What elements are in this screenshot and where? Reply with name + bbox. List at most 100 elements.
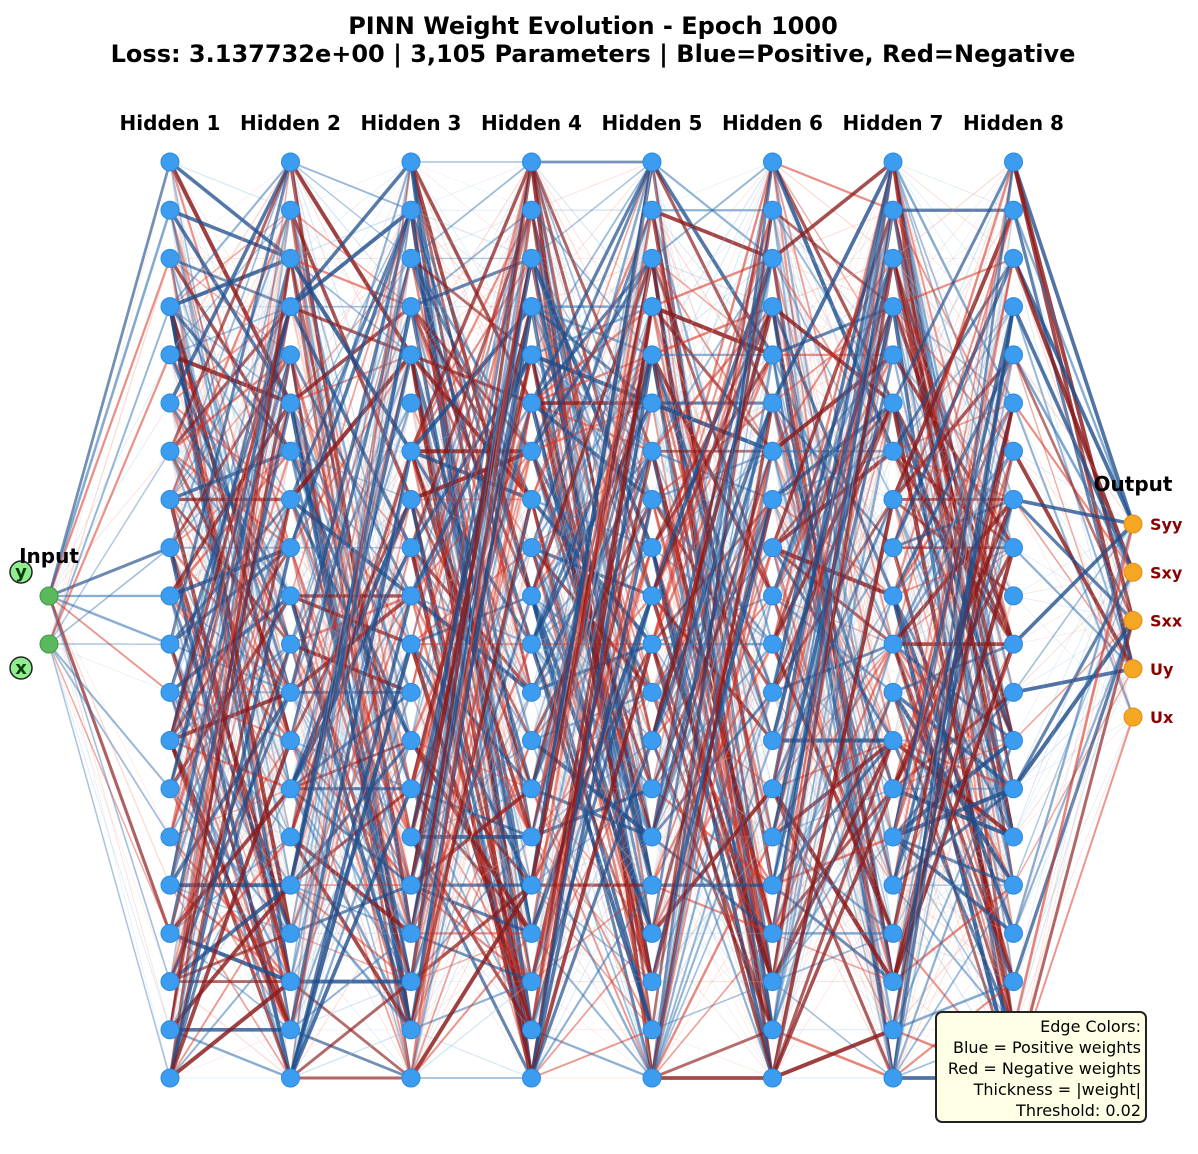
weight-edge xyxy=(651,209,773,452)
hidden-neuron xyxy=(281,586,300,606)
hidden-neuron xyxy=(401,875,421,895)
weight-edge xyxy=(1012,354,1134,718)
weight-edge xyxy=(651,354,773,452)
weight-edge xyxy=(892,161,1014,307)
weight-edge xyxy=(651,209,773,307)
weight-edge xyxy=(1011,257,1135,525)
weight-edge xyxy=(1013,572,1134,838)
weight-edge xyxy=(772,161,894,452)
hidden-neuron xyxy=(642,923,662,943)
weight-edge xyxy=(529,354,654,1079)
weight-edge xyxy=(289,739,413,887)
weight-edge xyxy=(892,884,1015,1031)
weight-edge xyxy=(288,209,413,549)
hidden-neuron xyxy=(401,345,421,365)
weight-edge xyxy=(771,643,894,742)
weight-edge xyxy=(289,160,413,308)
weight-edge xyxy=(48,595,171,1079)
weight-edge xyxy=(771,788,894,983)
weight-edge xyxy=(289,305,412,357)
weight-edge xyxy=(771,692,894,934)
weight-edge xyxy=(651,161,773,452)
hidden-neuron xyxy=(281,923,300,943)
weight-edge xyxy=(892,161,1014,597)
weight-edge xyxy=(410,692,532,1079)
weight-edge xyxy=(410,836,532,1079)
hidden-neuron xyxy=(763,875,782,895)
weight-edge xyxy=(1013,523,1134,982)
weight-edge xyxy=(289,161,412,1030)
weight-edge xyxy=(531,161,653,260)
hidden-neuron xyxy=(401,1020,421,1040)
hidden-neuron xyxy=(1004,152,1023,172)
weight-edge xyxy=(289,210,412,982)
weight-edge xyxy=(168,980,292,1080)
weight-edge xyxy=(169,210,291,645)
hidden-neuron xyxy=(1004,972,1023,992)
weight-edge xyxy=(1012,620,1135,1079)
weight-edge xyxy=(530,161,653,356)
hidden-neuron xyxy=(1004,200,1023,220)
hidden-neuron xyxy=(522,393,541,413)
weight-edge xyxy=(289,451,412,886)
weight-edge xyxy=(651,306,773,982)
weight-edge xyxy=(169,354,292,1079)
hidden-neuron xyxy=(281,779,300,799)
weight-edge xyxy=(169,836,292,1031)
weight-edge xyxy=(650,306,775,742)
weight-edge xyxy=(530,354,654,934)
hidden-neuron xyxy=(160,827,180,847)
weight-edge xyxy=(892,836,1014,1079)
weight-edge xyxy=(651,258,774,1079)
weight-edge xyxy=(47,209,172,597)
weight-edge xyxy=(169,161,292,500)
weight-edge xyxy=(772,161,894,500)
weight-edge xyxy=(169,740,291,790)
weight-edge xyxy=(650,209,774,645)
weight-edge xyxy=(48,643,171,838)
weight-edge xyxy=(169,161,291,741)
weight-edge xyxy=(892,884,1015,1079)
weight-edge xyxy=(770,161,895,790)
weight-edge xyxy=(651,788,774,1079)
weight-edge xyxy=(892,788,1014,1079)
weight-edge xyxy=(650,161,774,838)
weight-edge xyxy=(892,161,1014,356)
weight-edge xyxy=(410,209,532,259)
weight-edge xyxy=(168,354,292,1031)
weight-edge xyxy=(891,306,1016,1079)
legend-line-1: Edge Colors: xyxy=(1040,1017,1141,1036)
hidden-neuron xyxy=(160,875,180,895)
weight-edge xyxy=(531,836,653,1079)
hidden-neuron xyxy=(160,152,180,172)
weight-edge xyxy=(410,161,532,789)
weight-edge xyxy=(290,209,412,404)
hidden-neuron xyxy=(522,1020,541,1040)
weight-edge xyxy=(892,210,1015,1079)
weight-edge xyxy=(410,932,532,983)
weight-edge xyxy=(892,209,1014,404)
weight-edge xyxy=(1012,498,1135,622)
weight-edge xyxy=(772,161,894,596)
hidden-neuron xyxy=(160,538,180,558)
hidden-neuron xyxy=(401,779,421,799)
weight-edge xyxy=(892,451,1015,1079)
weight-edge xyxy=(169,306,291,548)
weight-edge xyxy=(892,499,1015,1079)
weight-edge xyxy=(290,258,412,789)
weight-edge xyxy=(1013,620,1134,645)
hidden-neuron xyxy=(281,731,300,751)
weight-edge xyxy=(168,161,292,645)
weight-edge xyxy=(1013,523,1134,741)
weight-edge xyxy=(771,161,894,838)
weight-edge xyxy=(892,354,1014,1079)
weight-edge xyxy=(892,161,1014,211)
hidden-neuron xyxy=(642,779,662,799)
hidden-neuron xyxy=(883,1020,903,1040)
weight-edge xyxy=(410,161,532,211)
weight-edge xyxy=(772,258,894,1079)
weight-edge xyxy=(289,740,413,1079)
weight-edge xyxy=(892,354,1015,693)
weight-edge xyxy=(892,209,1015,597)
hidden-neuron xyxy=(401,152,421,172)
